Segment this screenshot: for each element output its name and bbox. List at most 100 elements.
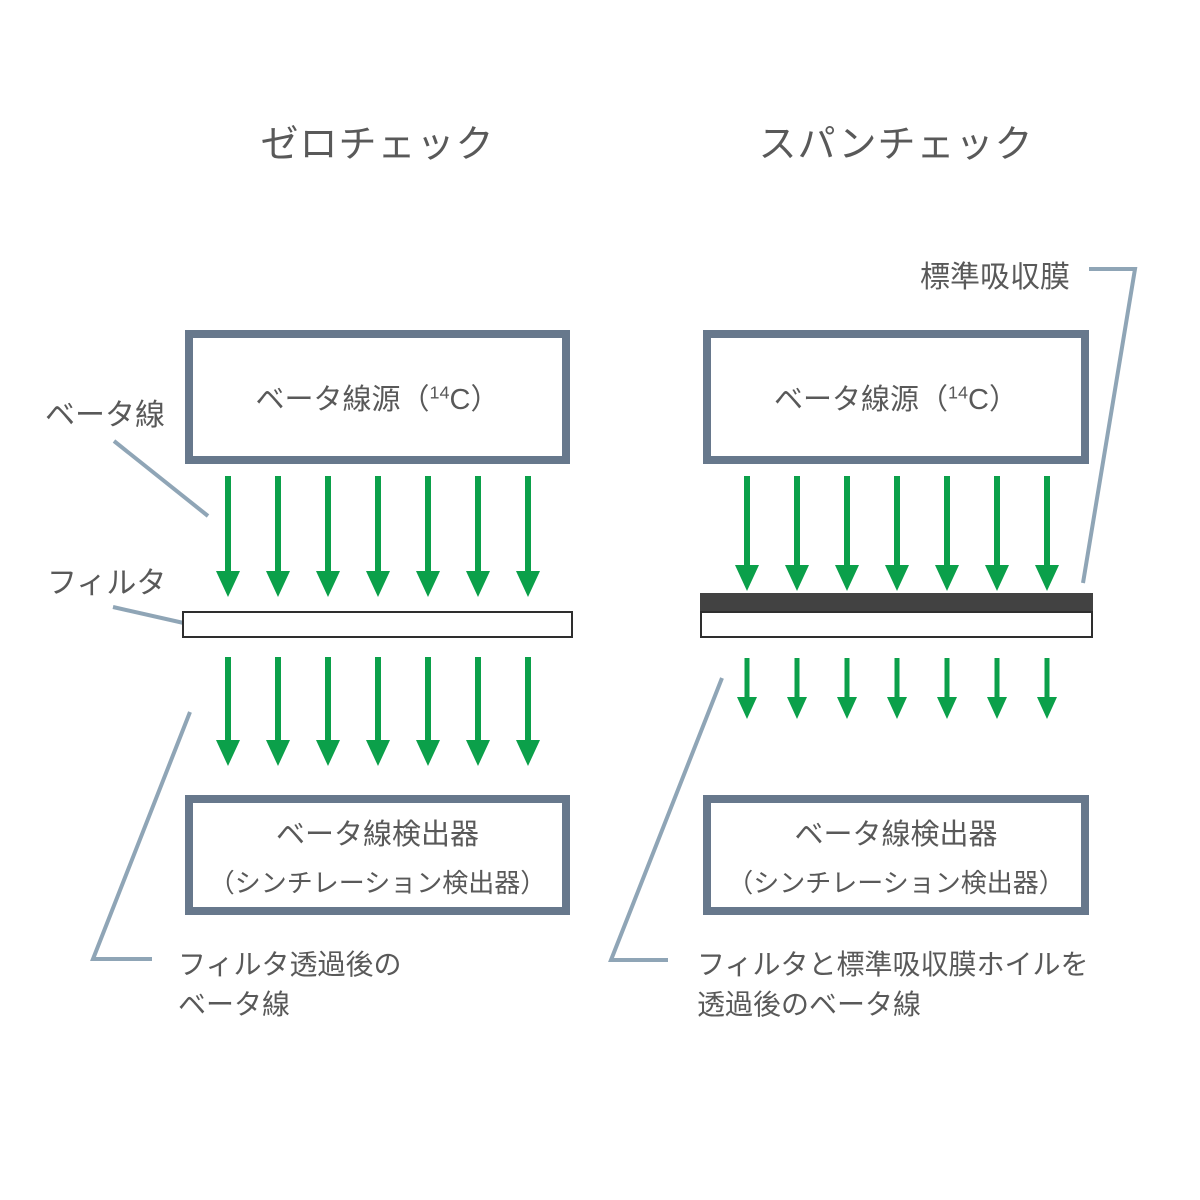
arrow-head: [837, 697, 857, 719]
arrow-shaft: [525, 476, 531, 572]
down-arrow: [466, 657, 490, 766]
leader-line-absorber: [1081, 267, 1138, 584]
caption-left-line2: ベータ線: [178, 989, 291, 1020]
filter-label: フィルタ: [47, 567, 167, 600]
arrow-shaft: [1044, 476, 1050, 566]
arrow-head: [516, 740, 540, 766]
caption-left-line1: フィルタ透過後の: [178, 949, 402, 980]
arrow-head: [466, 571, 490, 597]
down-arrow: [785, 476, 809, 591]
beta-ray-label: ベータ線: [45, 399, 165, 432]
arrow-shaft: [894, 658, 900, 698]
leader-line-left-caption: [90, 711, 192, 961]
arrow-head: [316, 571, 340, 597]
arrow-head: [516, 571, 540, 597]
arrow-head: [937, 697, 957, 719]
beta-detector-box-left: ベータ線検出器 （シンチレーション検出器）: [185, 795, 570, 915]
arrow-shaft: [994, 658, 1000, 698]
arrow-head: [416, 740, 440, 766]
down-arrow: [516, 476, 540, 597]
title-zero-check: ゼロチェック: [260, 124, 495, 166]
down-arrow: [735, 476, 759, 591]
arrow-head: [416, 571, 440, 597]
down-arrow: [266, 657, 290, 766]
down-arrow: [216, 476, 240, 597]
arrow-shaft: [225, 476, 231, 572]
arrow-head: [266, 571, 290, 597]
down-arrow: [787, 658, 807, 719]
down-arrow: [885, 476, 909, 591]
caption-right: フィルタと標準吸収膜ホイルを 透過後のベータ線: [697, 945, 1088, 1025]
detector-label-left-line1: ベータ線検出器: [275, 818, 479, 851]
standard-absorber-bar: [700, 593, 1093, 611]
down-arrow: [416, 476, 440, 597]
title-span-check: スパンチェック: [758, 124, 1034, 166]
arrow-shaft: [325, 476, 331, 572]
down-arrow: [1037, 658, 1057, 719]
arrow-shaft: [844, 476, 850, 566]
caption-left: フィルタ透過後の ベータ線: [178, 945, 401, 1025]
arrow-shaft: [275, 657, 281, 741]
arrow-shaft: [425, 657, 431, 741]
detector-label-right-line2: （シンチレーション検出器）: [727, 867, 1065, 898]
beta-source-box-right: ベータ線源（14C）: [703, 330, 1089, 464]
arrow-head: [835, 565, 859, 591]
down-arrow: [516, 657, 540, 766]
beta-beam-row-right-bottom: [737, 658, 1057, 719]
detector-label-right-line1: ベータ線検出器: [794, 818, 998, 851]
arrow-shaft: [794, 476, 800, 566]
arrow-shaft: [1044, 658, 1050, 698]
arrow-head: [366, 571, 390, 597]
beta-source-box-left: ベータ線源（14C）: [185, 330, 570, 464]
down-arrow: [316, 476, 340, 597]
arrow-shaft: [744, 476, 750, 566]
arrow-head: [266, 740, 290, 766]
down-arrow: [366, 657, 390, 766]
arrow-head: [987, 697, 1007, 719]
down-arrow: [985, 476, 1009, 591]
beta-beam-row-right-top: [735, 476, 1059, 591]
filter-bar-left: [182, 611, 573, 638]
down-arrow: [835, 476, 859, 591]
arrow-shaft: [794, 658, 800, 698]
absorber-label: 標準吸収膜: [920, 261, 1070, 294]
arrow-shaft: [744, 658, 750, 698]
down-arrow: [737, 658, 757, 719]
down-arrow: [216, 657, 240, 766]
arrow-shaft: [475, 657, 481, 741]
down-arrow: [1035, 476, 1059, 591]
arrow-shaft: [425, 476, 431, 572]
arrow-head: [737, 697, 757, 719]
arrow-shaft: [225, 657, 231, 741]
arrow-head: [787, 697, 807, 719]
caption-right-line2: 透過後のベータ線: [697, 989, 922, 1020]
detector-label-left-line2: （シンチレーション検出器）: [208, 867, 547, 898]
arrow-head: [985, 565, 1009, 591]
down-arrow: [837, 658, 857, 719]
arrow-shaft: [325, 657, 331, 741]
down-arrow: [316, 657, 340, 766]
arrow-shaft: [844, 658, 850, 698]
arrow-head: [316, 740, 340, 766]
down-arrow: [266, 476, 290, 597]
down-arrow: [416, 657, 440, 766]
arrow-head: [735, 565, 759, 591]
arrow-shaft: [475, 476, 481, 572]
beta-detector-box-right: ベータ線検出器 （シンチレーション検出器）: [703, 795, 1089, 915]
arrow-head: [885, 565, 909, 591]
arrow-shaft: [375, 476, 381, 572]
arrow-head: [466, 740, 490, 766]
beta-source-label-left: ベータ線源（14C）: [255, 382, 500, 416]
arrow-shaft: [275, 476, 281, 572]
beta-beam-row-left-top: [216, 476, 540, 597]
arrow-shaft: [894, 476, 900, 566]
arrow-head: [785, 565, 809, 591]
arrow-head: [366, 740, 390, 766]
arrow-head: [216, 740, 240, 766]
down-arrow: [366, 476, 390, 597]
beta-source-label-right: ベータ線源（14C）: [774, 382, 1018, 416]
arrow-shaft: [944, 658, 950, 698]
down-arrow: [987, 658, 1007, 719]
arrow-shaft: [525, 657, 531, 741]
